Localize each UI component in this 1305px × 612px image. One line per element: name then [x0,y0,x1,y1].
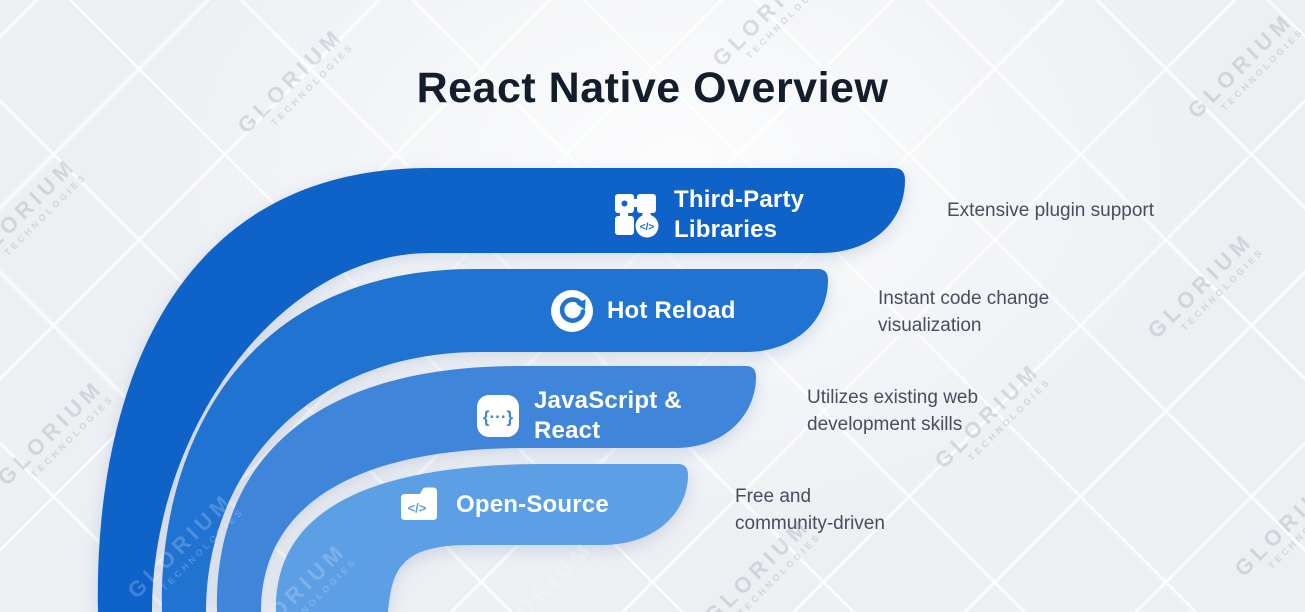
band-description-javascript-react: Utilizes existing web development skills [807,387,979,435]
page-title: React Native Overview [416,64,889,112]
band-item-third-party-libraries: </> Third-Party Libraries [612,185,826,245]
puzzle-code-icon: </> [612,191,660,239]
band-item-open-source: </> Open-Source [396,482,609,528]
code-braces-icon: {···} [476,394,520,438]
folder-code-icon: </> [396,482,442,528]
band-shape-hot-reload [161,269,829,612]
band-item-hot-reload: Hot Reload [551,290,736,332]
band-description-hot-reload: Instant code change visualization [878,288,1050,336]
band-label: Open-Source [456,491,609,518]
svg-text:</>: </> [640,222,655,233]
svg-text:</>: </> [408,501,427,516]
band-shape-javascript-react [216,366,757,612]
band-item-javascript-react: {···} JavaScript & React [476,386,704,446]
band-label: Hot Reload [607,297,736,324]
svg-text:{···}: {···} [483,408,514,427]
reload-icon [551,290,593,332]
band-description-third-party-libraries: Extensive plugin support [947,200,1155,221]
band-label: JavaScript & React [534,387,682,444]
band-shape-open-source [275,464,688,612]
band-description-open-source: Free and community-driven [735,486,885,534]
band-label: Third-Party Libraries [674,186,805,243]
band-shape-third-party-libraries [97,168,906,612]
